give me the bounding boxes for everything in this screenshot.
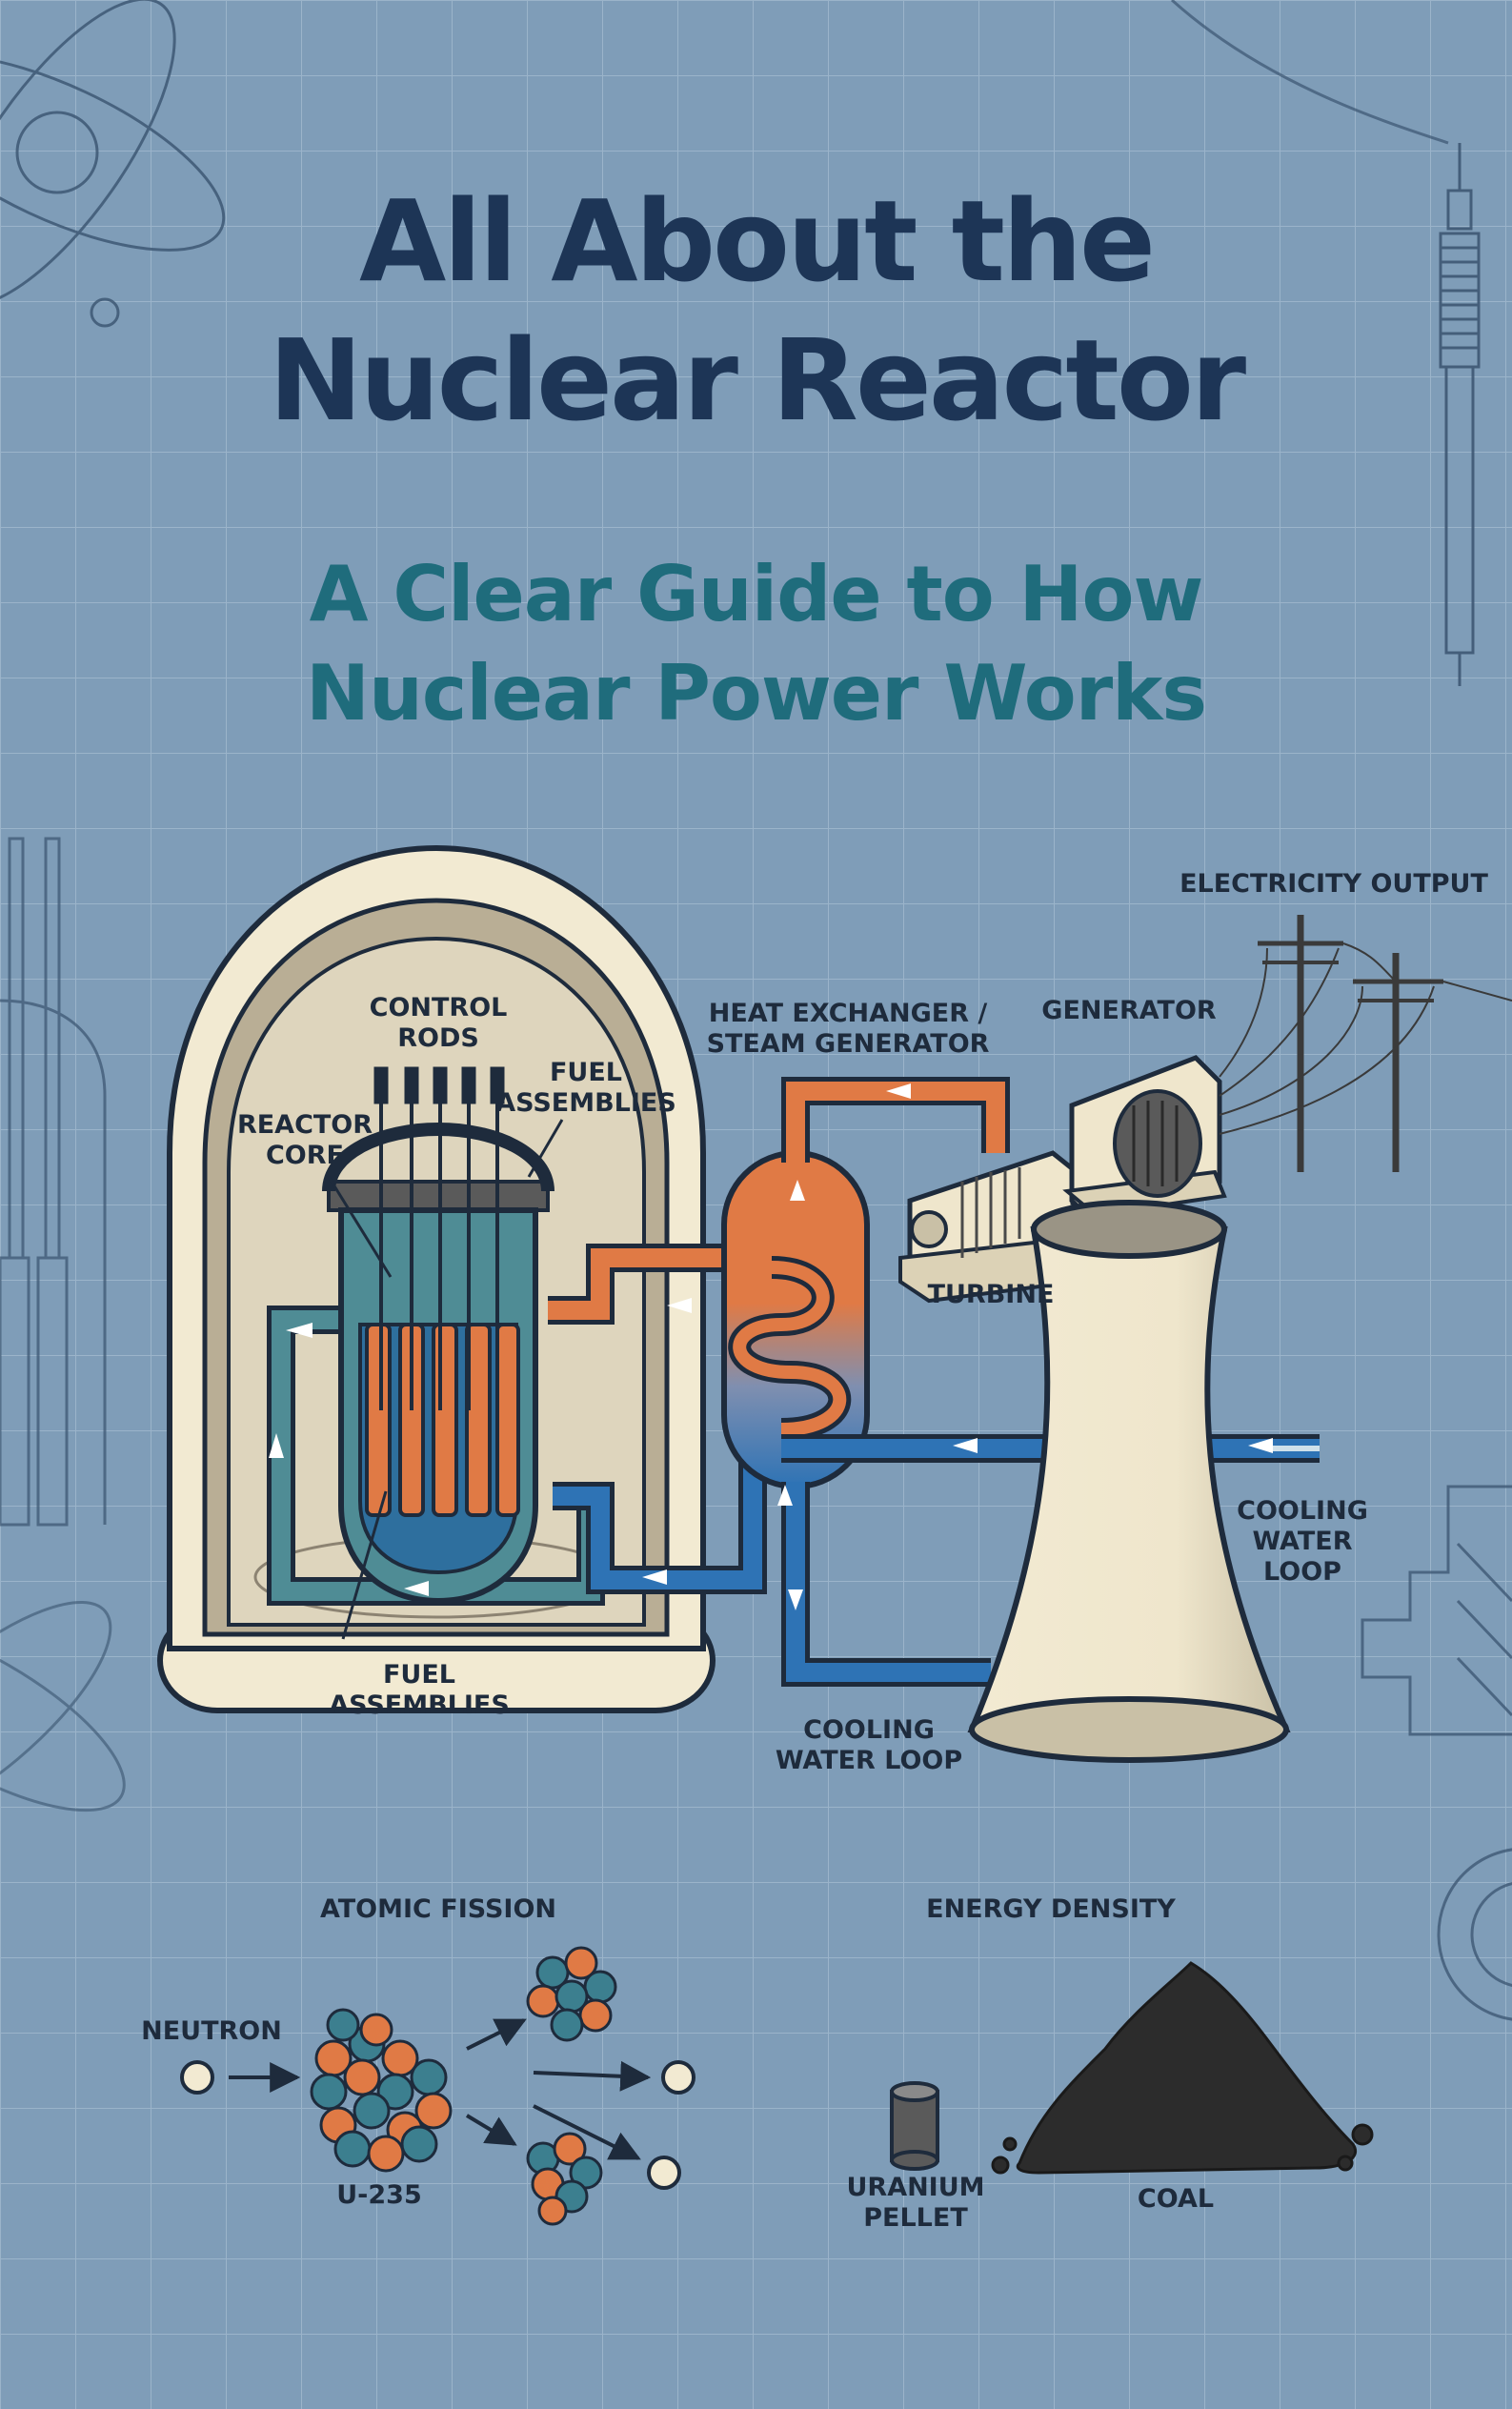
- fission-fragment-top: [526, 1946, 617, 2042]
- cooling-tower: [967, 1200, 1291, 1763]
- fission-diagram: [180, 1946, 696, 2226]
- subtitle: A Clear Guide to How Nuclear Power Works: [0, 545, 1512, 743]
- label-neutron: NEUTRON: [141, 2016, 282, 2046]
- atom-decoration-bottom-icon: [0, 1600, 126, 1831]
- label-electricity-output: ELECTRICITY OUTPUT: [1179, 869, 1488, 899]
- label-atomic-fission: ATOMIC FISSION: [319, 1894, 557, 1924]
- decorative-curve: [1170, 0, 1449, 145]
- released-neutron-2: [647, 2156, 681, 2190]
- title-line-2: Nuclear Reactor: [268, 314, 1246, 446]
- right-mechanical-decoration: [1361, 1485, 1512, 2021]
- label-u235: U-235: [336, 2180, 422, 2210]
- uranium-pellet-icon: [890, 2081, 939, 2171]
- control-rods: [373, 1066, 505, 1410]
- title: All About the Nuclear Reactor: [0, 172, 1512, 450]
- label-turbine: TURBINE: [927, 1280, 1055, 1309]
- label-generator: GENERATOR: [1041, 996, 1217, 1025]
- fission-fragment-bottom: [526, 2132, 603, 2226]
- u235-nucleus: [310, 2008, 453, 2173]
- label-coal: COAL: [1137, 2184, 1215, 2214]
- left-mechanical-decoration: [0, 837, 107, 1527]
- label-heat-exchanger: HEAT EXCHANGER /STEAM GENERATOR: [706, 999, 990, 1059]
- spring-connector-icon: [1439, 143, 1481, 686]
- released-neutron-1: [661, 2060, 696, 2095]
- flow-arrows: [269, 1083, 1273, 1610]
- label-leader-lines: [327, 1119, 564, 1640]
- atom-decoration-icon: [0, 0, 226, 328]
- title-line-1: All About the: [358, 175, 1156, 307]
- incoming-neutron: [180, 2060, 214, 2095]
- label-energy-density: ENERGY DENSITY: [926, 1894, 1176, 1924]
- coal-pile-icon: [991, 1961, 1374, 2175]
- power-line-towers: [1219, 915, 1512, 1172]
- subtitle-line-2: Nuclear Power Works: [306, 649, 1207, 738]
- subtitle-line-1: A Clear Guide to How: [309, 550, 1204, 638]
